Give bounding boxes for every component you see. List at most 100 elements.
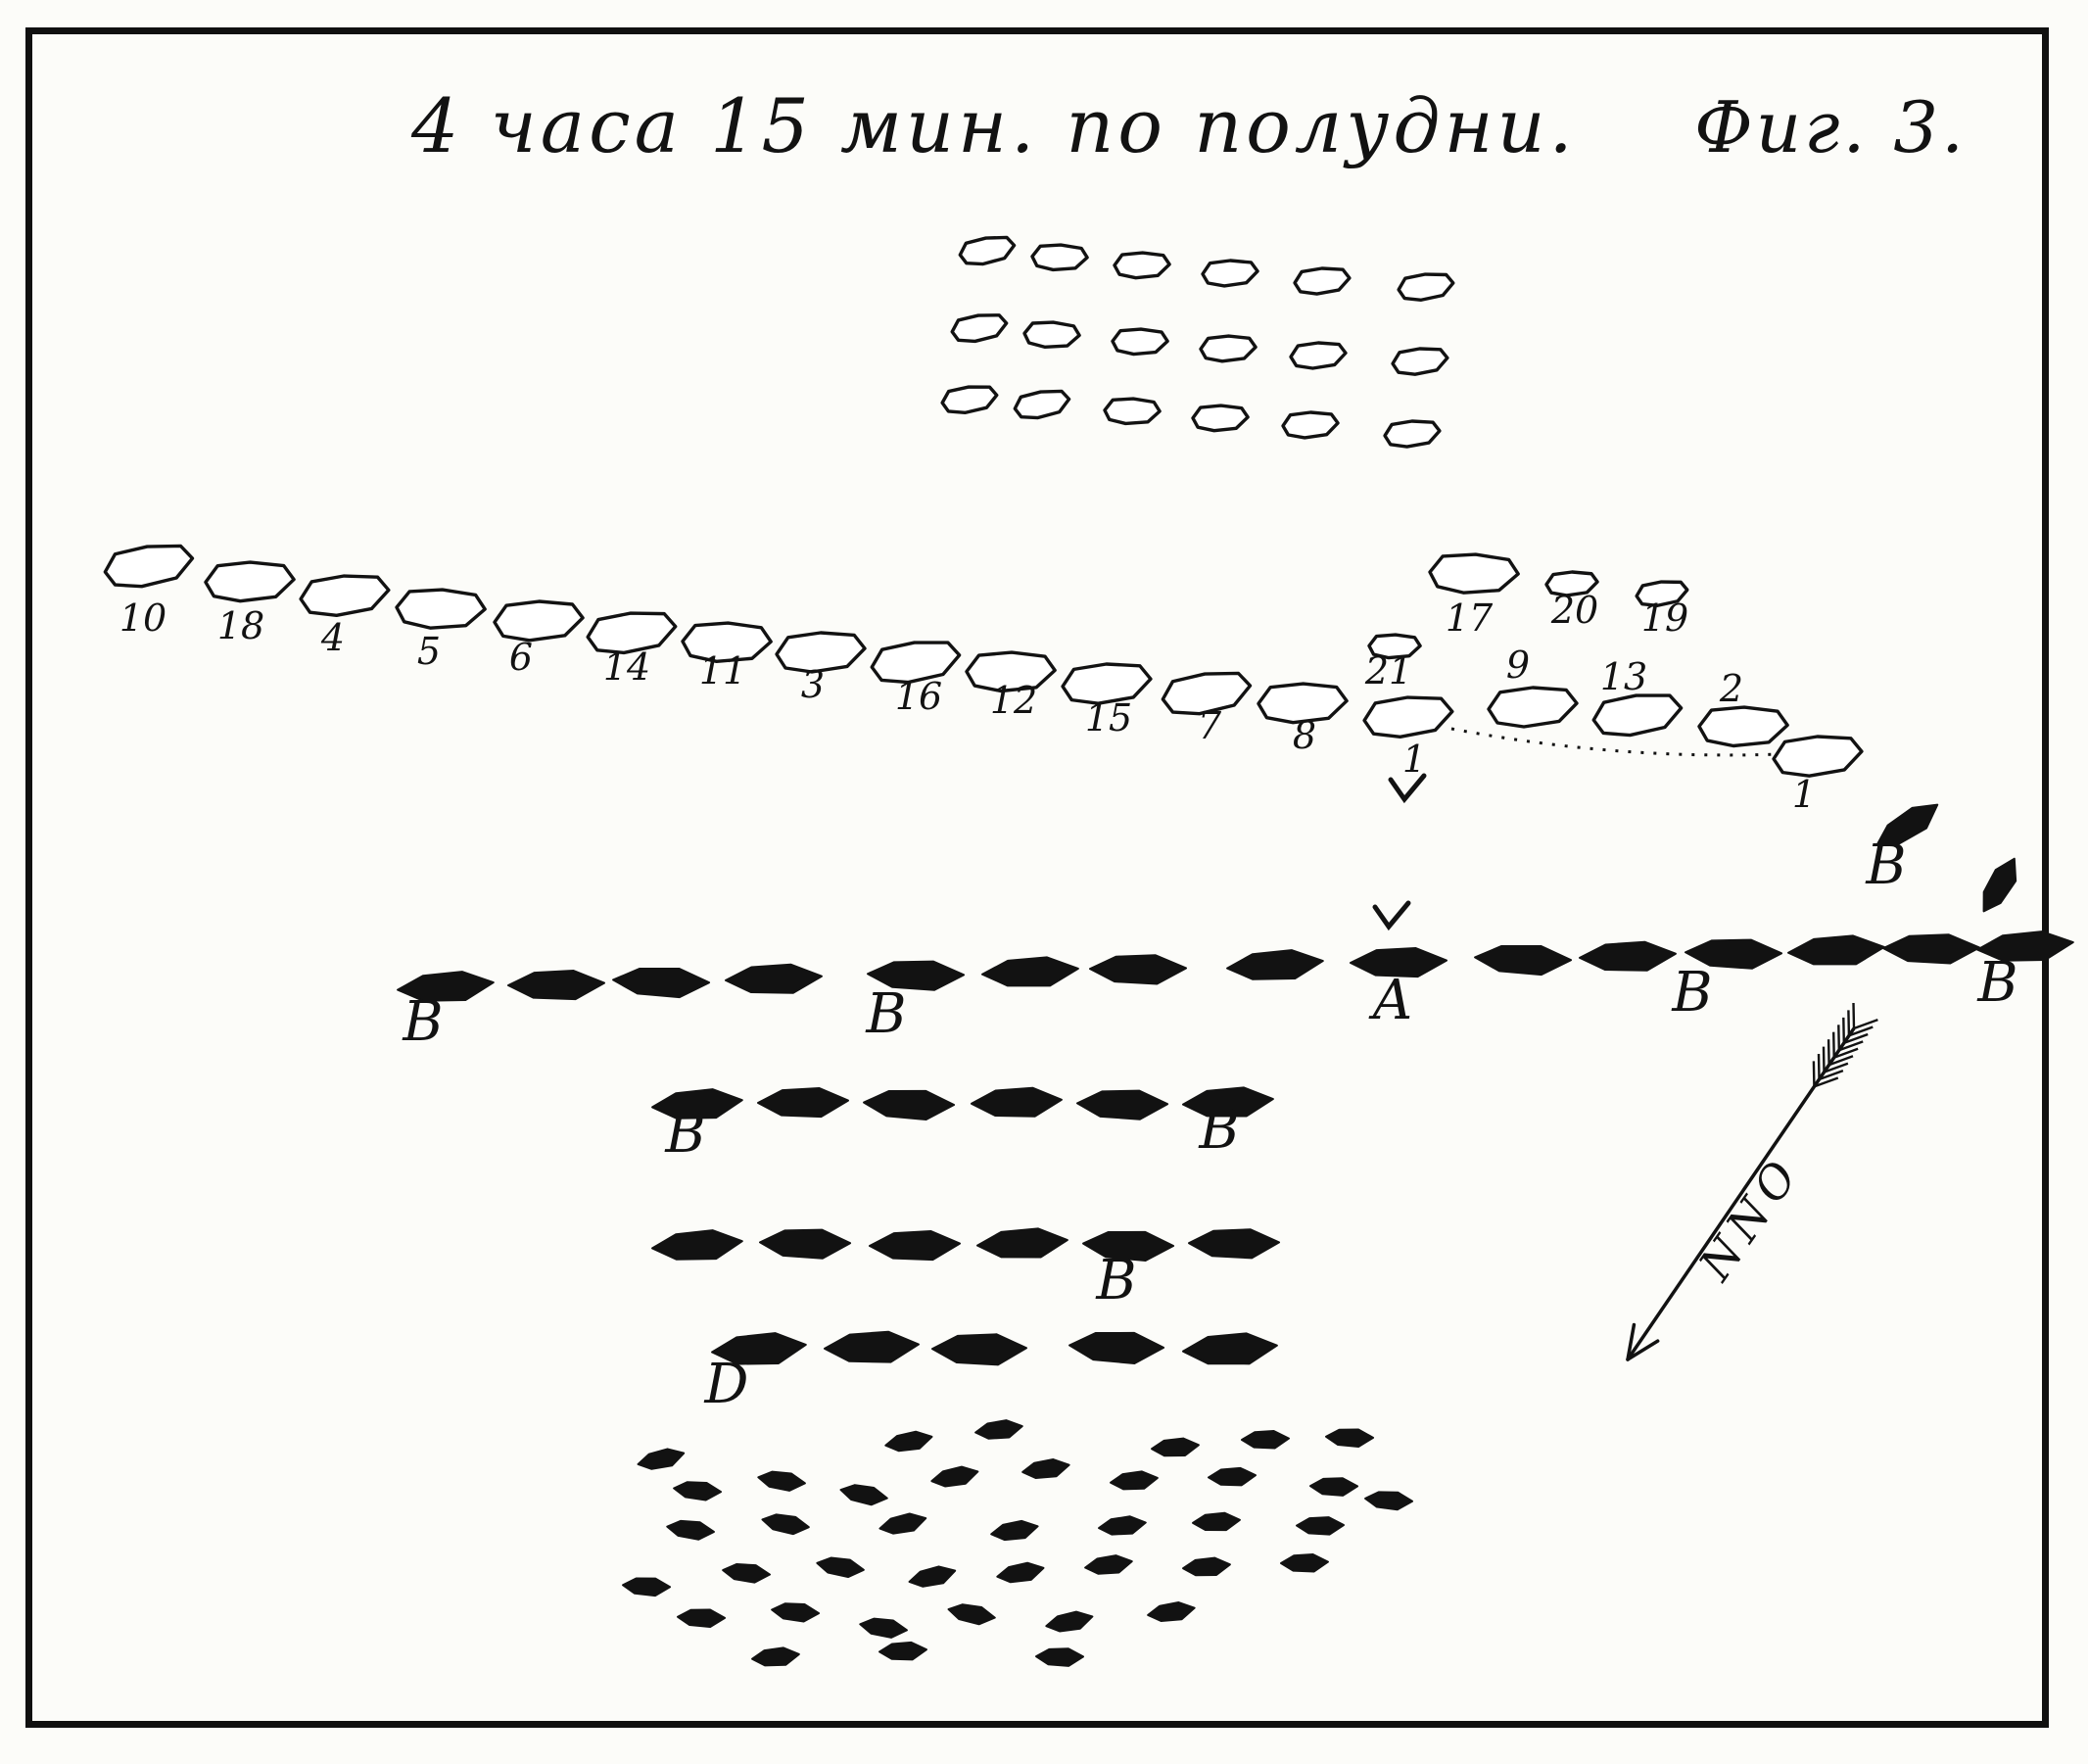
- black-ship-row3: [1188, 1228, 1281, 1260]
- white-ship-numbered: [586, 611, 678, 655]
- white-ship-numbered: [1161, 671, 1253, 716]
- white-ship-numbered: [395, 588, 487, 630]
- fleet-letter-label: B: [402, 990, 443, 1054]
- white-ship-cluster: [1293, 266, 1352, 296]
- ship-number-label: 10: [119, 596, 166, 640]
- black-ship-scatter: [839, 1484, 888, 1506]
- black-ship-row4: [1182, 1332, 1278, 1365]
- black-ship-scatter: [1021, 1458, 1070, 1479]
- black-ship-scatter: [1098, 1515, 1147, 1536]
- white-ship-numbered: [775, 631, 867, 674]
- black-ship-row4: [711, 1332, 807, 1365]
- black-ship-line: [397, 971, 495, 1002]
- white-ship-cluster: [1397, 272, 1455, 302]
- black-ship-row4: [931, 1333, 1028, 1366]
- ship-number-label: 8: [1293, 714, 1316, 757]
- black-ship-scatter: [878, 1512, 927, 1535]
- ship-number-label: 13: [1600, 655, 1647, 698]
- white-ship-cluster: [940, 385, 999, 415]
- white-ship-numbered: [1367, 633, 1422, 660]
- fleet-letter-label: B: [1095, 1249, 1136, 1312]
- black-ship-scatter: [771, 1602, 821, 1623]
- white-ship-numbered: [1544, 570, 1599, 597]
- black-ship-row4: [1068, 1331, 1165, 1364]
- black-ship-row2: [651, 1088, 743, 1120]
- black-ship-scatter: [751, 1646, 800, 1667]
- black-ship-scatter: [1296, 1516, 1346, 1536]
- fleet-letter-label: B: [1865, 834, 1906, 897]
- figure-title: 4 часа 15 мин. по полудни.: [411, 82, 1577, 169]
- black-ship-line: [1685, 938, 1783, 970]
- white-ship-cluster: [1113, 251, 1171, 280]
- white-ship-cluster: [1199, 334, 1258, 363]
- direction-check-mark: [1388, 773, 1427, 804]
- ship-number-label: 12: [990, 679, 1037, 722]
- white-ship-cluster: [1111, 327, 1169, 357]
- ship-number-label: 15: [1085, 696, 1132, 739]
- white-ship-numbered: [1487, 686, 1579, 729]
- black-ship-scatter: [761, 1513, 810, 1536]
- black-ship-line: [612, 967, 711, 999]
- black-ship-scatter: [1364, 1491, 1414, 1511]
- fleet-letter-label: B: [1198, 1098, 1239, 1162]
- black-ship-scatter: [1241, 1430, 1290, 1450]
- black-ship-line: [1787, 934, 1885, 966]
- dotted-course-line: [1450, 727, 1780, 757]
- white-ship-numbered: [493, 599, 585, 643]
- black-ship-scatter: [1325, 1428, 1375, 1448]
- black-ship-scatter: [1192, 1511, 1241, 1532]
- white-ship-numbered: [204, 560, 296, 603]
- white-ship-numbered: [1061, 662, 1153, 705]
- black-ship-scatter: [1151, 1437, 1200, 1457]
- black-ship-scatter: [757, 1470, 806, 1492]
- fleet-letter-label: B: [865, 982, 906, 1046]
- compass-arrow-shaft: [1626, 1027, 1856, 1360]
- white-ship-numbered: [1697, 705, 1789, 748]
- white-ship-numbered: [1591, 693, 1684, 738]
- white-ship-numbered: [965, 650, 1057, 693]
- black-ship-row4: [824, 1330, 920, 1363]
- white-ship-numbered: [299, 574, 391, 618]
- black-ship-line: [1350, 947, 1447, 978]
- black-ship-scatter: [816, 1556, 865, 1579]
- black-ship-row2: [1182, 1086, 1274, 1118]
- white-ship-cluster: [958, 235, 1017, 266]
- ship-number-label: 5: [417, 630, 441, 673]
- white-ship-cluster: [1022, 320, 1081, 350]
- black-ship-row3: [759, 1228, 852, 1260]
- white-ship-cluster: [1289, 341, 1348, 370]
- white-ship-numbered: [870, 641, 962, 685]
- compass-direction-label: NNO: [1687, 1145, 1811, 1290]
- fleet-letter-label: D: [704, 1353, 749, 1416]
- ship-number-label: 1: [1402, 738, 1426, 781]
- black-ship-scatter: [673, 1481, 723, 1502]
- black-ship-line: [1474, 944, 1573, 977]
- black-ship-scatter: [990, 1519, 1039, 1542]
- ship-number-label: 11: [699, 649, 746, 692]
- white-ship-numbered: [1428, 552, 1520, 595]
- black-ship-scatter: [947, 1603, 996, 1626]
- black-ship-scatter: [666, 1519, 715, 1541]
- white-ship-numbered: [1635, 580, 1689, 607]
- ship-number-label: 4: [320, 616, 345, 659]
- compass-arrowhead: [1626, 1339, 1660, 1361]
- fleet-letter-label: B: [664, 1102, 705, 1166]
- white-ship-cluster: [1391, 347, 1449, 376]
- black-ship-scatter: [637, 1448, 686, 1470]
- ship-number-label: 14: [603, 645, 650, 689]
- black-ship-line: [1226, 949, 1324, 980]
- direction-check-mark: [1372, 900, 1411, 931]
- white-ship-numbered: [1257, 682, 1349, 725]
- black-ship-scatter: [1084, 1554, 1133, 1575]
- white-ship-numbered: [681, 621, 773, 664]
- black-ship-line: [981, 956, 1079, 987]
- ship-number-label: 18: [217, 604, 264, 647]
- black-ship-scatter: [974, 1419, 1023, 1440]
- black-ship-row2: [1076, 1089, 1169, 1120]
- ship-number-label: 17: [1446, 596, 1494, 640]
- black-ship-row3: [869, 1230, 961, 1262]
- white-ship-numbered: [1362, 695, 1454, 739]
- black-ship-scatter: [878, 1641, 927, 1661]
- white-ship-cluster: [1103, 397, 1162, 426]
